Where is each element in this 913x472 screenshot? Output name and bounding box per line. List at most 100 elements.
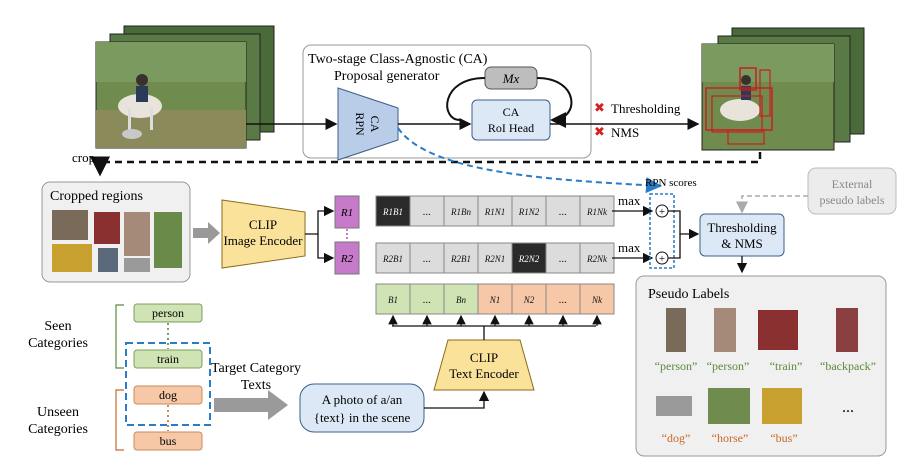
unseen-bracket [115, 389, 124, 451]
row2-cell [375, 242, 411, 274]
proposal-title-2: Proposal generator [334, 69, 440, 84]
row3-cell-label: Bn [456, 295, 466, 305]
mx-label: Mx [502, 71, 520, 86]
crop-dashed-arrow [90, 152, 762, 177]
plus-sign-1: + [659, 206, 665, 218]
row2-cell [477, 242, 513, 274]
arrow-clip-r1 [305, 205, 335, 235]
pseudo-label-horse: “horse” [712, 431, 749, 445]
target-texts-label-2: Texts [241, 378, 271, 393]
category-dog-label: dog [159, 388, 177, 402]
category-bus [133, 431, 203, 451]
pseudo-thumbnails [656, 308, 858, 424]
cropped-thumbnails [52, 210, 182, 272]
rpn-scores-dashed-box [649, 193, 675, 269]
row3-cell-label: Nk [591, 295, 603, 305]
row1-cell-label: R1B1 [382, 207, 403, 217]
region-r2-label: R2 [340, 253, 354, 265]
thresh-nms-label-1: Thresholding [707, 220, 777, 235]
row2-cell [579, 242, 615, 274]
nms-label: NMS [611, 125, 639, 140]
rpn-score-dashed-arrow [397, 127, 662, 194]
row2-cell-label: ... [559, 253, 567, 265]
clip-text-encoder [433, 339, 535, 391]
row1-cell [409, 195, 445, 227]
clip-image-encoder [221, 199, 306, 269]
proposal-title-1: Two-stage Class-Agnostic (CA) [308, 52, 488, 67]
prompt-line-1: A photo of a/an [322, 392, 403, 407]
seen-label-1: Seen [44, 319, 71, 334]
row1-cell [511, 195, 547, 227]
row3-cell [545, 283, 581, 315]
arrow-to-thresh-1 [668, 210, 700, 240]
external-label-1: External [832, 177, 873, 191]
row3-cell [375, 283, 411, 315]
thresholding-label: Thresholding [611, 101, 681, 116]
category-person [133, 303, 203, 323]
pseudo-label-train: “train” [770, 359, 803, 373]
row3-cell-label: N2 [523, 295, 535, 305]
text-embedding-row: B1... Bn N1 N2... Nk [375, 283, 615, 315]
pseudo-ellipsis: ... [842, 399, 854, 416]
ca-roi-label-1: CA [503, 105, 520, 119]
category-train-label: train [157, 352, 179, 366]
pseudo-labels-box [635, 275, 887, 457]
row3-cell [409, 283, 445, 315]
row1-cell [375, 195, 411, 227]
max-label-1: max [618, 193, 641, 208]
row1-cell-label: ... [559, 206, 567, 218]
plus-sign-2: + [659, 253, 665, 265]
region-r1-cell [334, 195, 360, 229]
row1-cell-label: R1Bn [450, 207, 471, 217]
loop-arrow-right [536, 77, 573, 128]
ca-rpn-block [337, 87, 399, 161]
arrow-prompt-to-text-encoder [424, 390, 490, 409]
bus-arrows [388, 314, 602, 326]
arrow-clip-r2 [317, 234, 335, 264]
row2-cell-label: R2B1 [450, 254, 471, 264]
target-texts-label-1: Target Category [211, 361, 301, 376]
category-train [133, 349, 203, 369]
row1-cell [579, 195, 615, 227]
row3-cell-label: N1 [489, 295, 501, 305]
category-bus-label: bus [160, 434, 177, 448]
category-dog [133, 385, 203, 405]
category-person-label: person [152, 306, 184, 320]
ca-roi-label-2: RoI Head [488, 121, 534, 135]
region-r1-label: R1 [340, 207, 353, 219]
pseudo-label-person-2: “person” [707, 359, 750, 373]
row3-cell-label: ... [423, 294, 431, 306]
ca-rpn-label-2: RPN [353, 112, 367, 136]
pseudo-label-person-1: “person” [655, 359, 698, 373]
input-image-stack [95, 25, 275, 149]
row3-cell [579, 283, 615, 315]
thresh-nms-label-2: & NMS [721, 236, 763, 251]
row3-cell [443, 283, 479, 315]
arrow-to-thresh-2 [668, 234, 681, 259]
row3-cell-label: ... [559, 294, 567, 306]
target-category-dashed-box [125, 342, 211, 426]
loop-arrow-left [446, 77, 486, 121]
arrow-external [736, 195, 808, 214]
row2-cell-label: R2B1 [382, 254, 403, 264]
pseudo-label-dog: “dog” [662, 431, 691, 445]
row2-cell-label: R2N1 [484, 254, 506, 264]
rpn-scores-label: RPN scores [645, 177, 697, 189]
row2-cell-label: ... [423, 253, 431, 265]
pseudo-label-bus: “bus” [770, 431, 797, 445]
prompt-line-2: {text} in the scene [314, 410, 411, 425]
pseudo-labels-title: Pseudo Labels [648, 287, 729, 302]
row2-cell [409, 242, 445, 274]
crop-label: crop [72, 150, 95, 165]
external-pseudo-box [807, 167, 897, 215]
clip-text-label-1: CLIP [470, 350, 498, 365]
row1-cell-label: ... [423, 206, 431, 218]
external-label-2: pseudo labels [820, 193, 885, 207]
x-nms-icon: ✖ [594, 124, 605, 139]
row3-cell-label: B1 [388, 295, 398, 305]
ca-roi-head-block [471, 99, 551, 141]
pseudo-label-backpack: “backpack” [820, 359, 876, 373]
clip-image-label-2: Image Encoder [223, 233, 303, 248]
